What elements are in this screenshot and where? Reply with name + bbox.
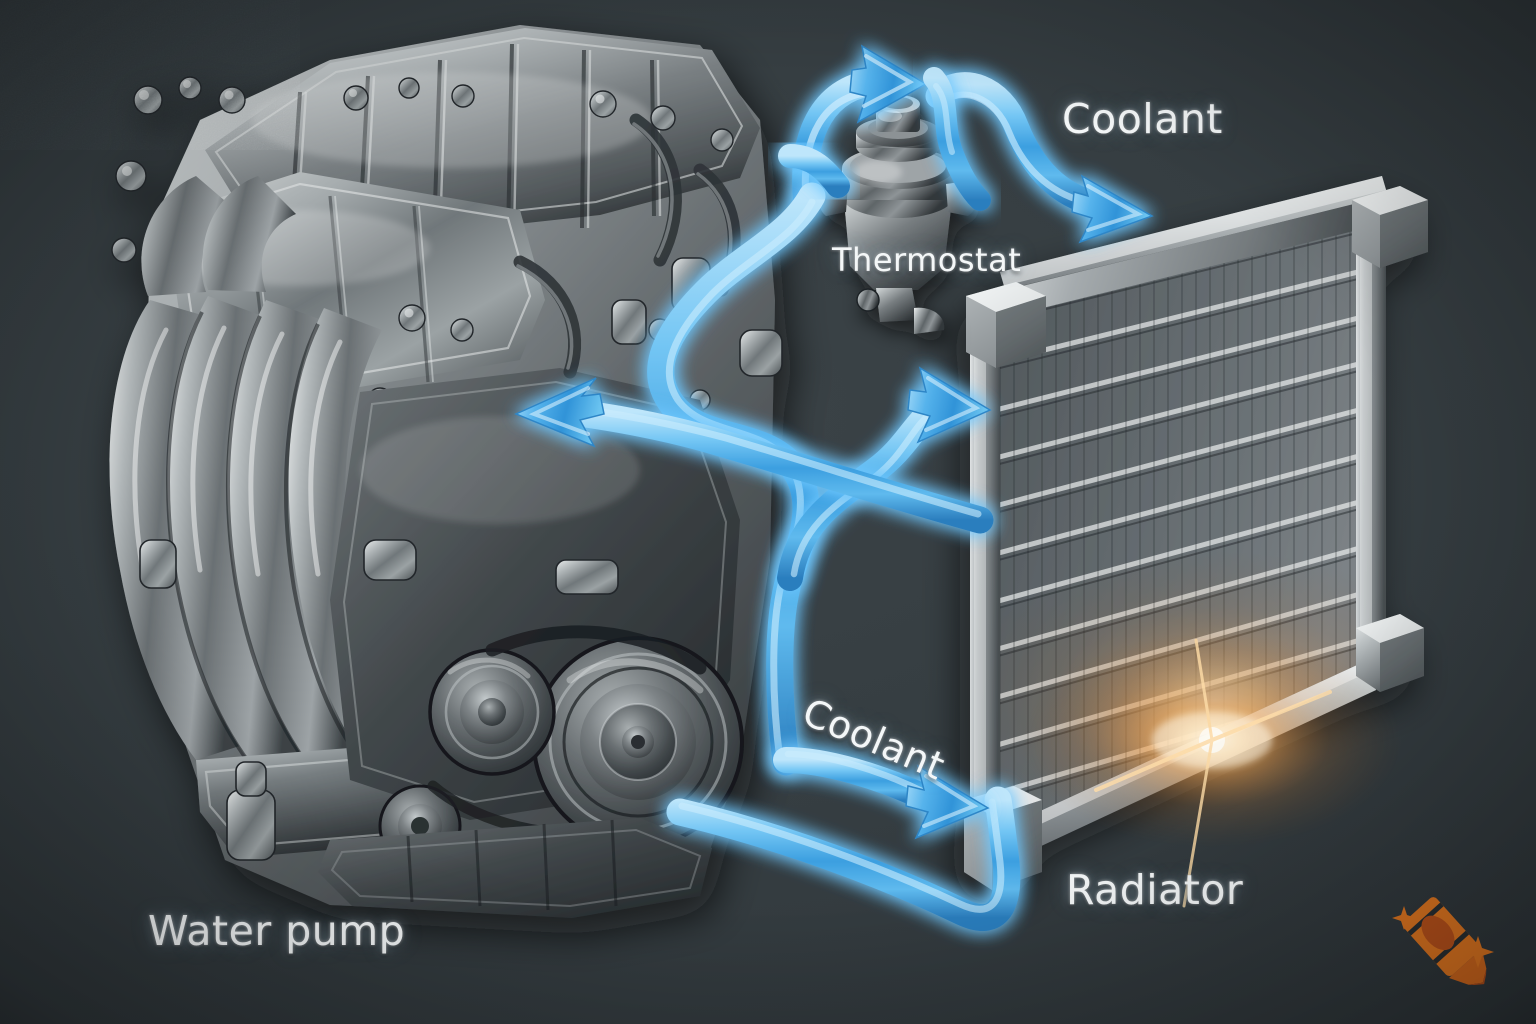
arrow-engine-upper-return [647, 182, 826, 776]
crayon-watermark-logo [1392, 897, 1494, 986]
label-thermostat: Thermostat [832, 241, 1022, 279]
label-water-pump: Water pump [148, 907, 406, 955]
label-radiator: Radiator [1066, 866, 1244, 914]
label-coolant-top: Coolant [1062, 95, 1223, 143]
crayon-icon [1392, 897, 1494, 986]
